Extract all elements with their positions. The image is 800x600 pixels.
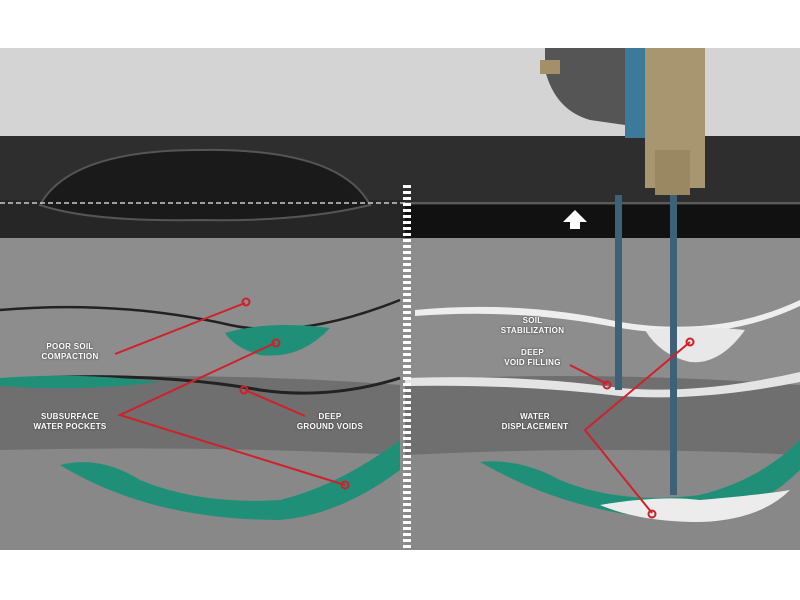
label-line: VOID FILLING (504, 358, 561, 367)
label-line: WATER (520, 412, 550, 421)
label-line: DEEP (521, 348, 544, 357)
lift-arrow-icon (563, 210, 587, 229)
label-line: DEEP (318, 412, 342, 421)
injection-rod (670, 195, 677, 495)
label-line: COMPACTION (41, 352, 99, 361)
label-line: STABILIZATION (500, 326, 565, 335)
label-line: SOIL (522, 316, 543, 325)
label-line: WATER POCKETS (33, 422, 107, 431)
label-line: POOR SOIL (46, 342, 94, 351)
label-line: SUBSURFACE (40, 412, 100, 421)
label-line: DISPLACEMENT (501, 422, 569, 431)
water-pocket (0, 375, 160, 389)
callout-lines (114, 297, 695, 519)
void-fill (405, 372, 800, 398)
injection-rod (615, 195, 622, 390)
road-base-right (405, 205, 800, 239)
label-line: GROUND VOIDS (296, 422, 364, 431)
injection-rig (540, 48, 705, 195)
water-pocket (60, 440, 400, 520)
stabilized-seam (415, 300, 800, 333)
